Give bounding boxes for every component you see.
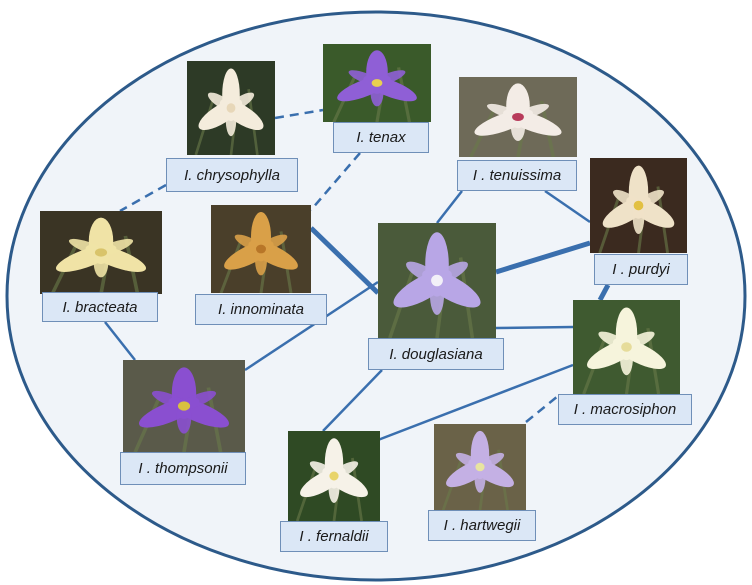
label-purdyi: I . purdyi <box>594 254 688 285</box>
edge-douglasiana-fernaldii <box>322 369 383 432</box>
label-thompsonii: I . thompsonii <box>120 452 246 485</box>
edge-bracteata-thompsonii <box>104 321 136 361</box>
label-bracteata: I. bracteata <box>42 292 158 322</box>
photo-innominata <box>211 205 311 293</box>
edge-hartwegii-macrosiphon <box>525 395 559 423</box>
edge-tenax-innominata <box>310 152 361 211</box>
edge-innominata-douglasiana <box>309 226 380 295</box>
edge-chrysophylla-tenax <box>274 108 324 120</box>
photo-hartwegii <box>434 424 526 510</box>
edge-thompsonii-douglasiana <box>244 280 379 372</box>
photo-douglasiana <box>378 223 496 338</box>
label-chrysophylla: I. chrysophylla <box>166 158 298 192</box>
label-douglasiana: I. douglasiana <box>368 338 504 370</box>
edge-purdyi-macrosiphon <box>597 283 611 302</box>
label-fernaldii: I . fernaldii <box>280 521 388 552</box>
photo-purdyi <box>590 158 687 253</box>
photo-bracteata <box>40 211 162 294</box>
edge-tenuissima-douglasiana <box>436 190 463 224</box>
edge-douglasiana-purdyi <box>495 240 591 275</box>
label-macrosiphon: I . macrosiphon <box>558 394 692 425</box>
edge-douglasiana-macrosiphon <box>495 325 574 330</box>
edge-tenuissima-purdyi <box>544 189 591 224</box>
label-innominata: I. innominata <box>195 294 327 325</box>
photo-macrosiphon <box>573 300 680 394</box>
label-tenuissima: I . tenuissima <box>457 160 577 191</box>
edge-chrysophylla-bracteata <box>119 183 167 213</box>
photo-chrysophylla <box>187 61 275 155</box>
photo-fernaldii <box>288 431 380 521</box>
label-tenax: I. tenax <box>333 122 429 153</box>
photo-thompsonii <box>123 360 245 452</box>
photo-tenuissima <box>459 77 577 157</box>
photo-tenax <box>323 44 431 122</box>
label-hartwegii: I . hartwegii <box>428 510 536 541</box>
edge-fernaldii-macrosiphon <box>377 363 574 442</box>
edge-layer <box>104 108 611 442</box>
